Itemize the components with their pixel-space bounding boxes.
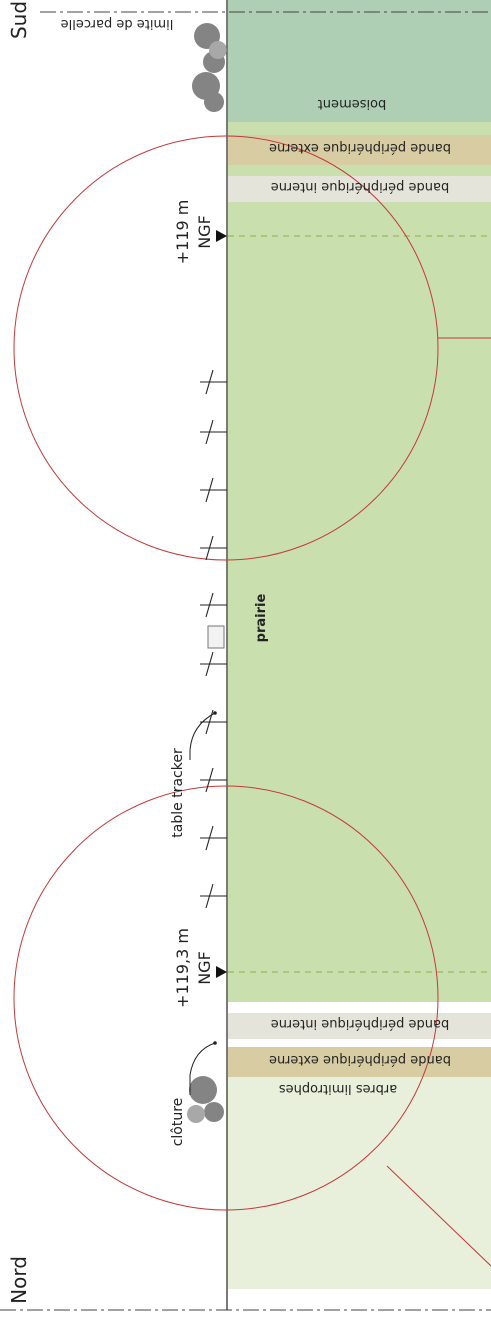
tracker-tables [200,369,227,909]
table-tracker-label: table tracker [170,748,186,838]
radius-circles [13,135,491,1267]
bande-interieure-zone-north [228,1013,491,1039]
level-markers [216,230,227,978]
tree-group-south [192,23,227,112]
boisement-label: boisement [318,96,387,111]
south-label: Sud [7,1,31,39]
bande-exterieure-zone-north [228,1047,491,1077]
tree-icon [189,1076,217,1104]
level-value-north: +119,3 m [173,928,192,1008]
tracker-table-icon [200,419,227,445]
bande-interieure-label-south: bande périphérique interne [271,179,449,194]
level-datum-north: NGF [195,951,214,985]
level-triangle-icon [216,230,227,242]
arbres-limitrophes-label: arbres limitrophes [279,1081,398,1096]
tracker-table-icon [200,477,227,503]
tracker-table-icon [200,651,227,677]
bande-interieure-label-north: bande périphérique interne [271,1016,449,1031]
zone-bands [228,0,491,1289]
tree-group-north [187,1076,224,1123]
bande-exterieure-zone-south [228,135,491,165]
tracker-table-icon [200,709,227,735]
level-datum-south: NGF [195,215,214,249]
tracker-table-icon [200,535,227,561]
radius-line-north [386,1165,491,1267]
table-tracker-leader [189,712,216,760]
tracker-table-icon [200,883,227,909]
boisement-zone [228,0,491,122]
radius-circle-north [13,785,439,1211]
bande-exterieure-label-south: bande périphérique externe [269,140,451,155]
cloture-label: clôture [170,1098,186,1147]
leaders [189,712,216,1095]
radius-circle-south [13,135,439,561]
level-value-south: +119 m [173,200,192,265]
tracker-table-icon [200,592,227,618]
limite-parcelle-label: limite de parcelle [61,16,174,31]
prairie-label: prairie [254,594,269,643]
level-triangle-icon [216,966,227,978]
tracker-table-icon [200,767,227,793]
tracker-table-icon [200,369,227,395]
equipment-icon [207,625,225,649]
parcel-boundaries [0,11,491,1311]
bande-interieure-zone-south [228,176,491,202]
arbres-limitrophes-zone [228,1077,491,1289]
tracker-table-icon [200,825,227,851]
north-label: Nord [7,1256,31,1304]
bande-exterieure-label-north: bande périphérique externe [269,1052,451,1067]
cloture-leader [189,1042,216,1095]
prairie-zone [228,122,491,1002]
